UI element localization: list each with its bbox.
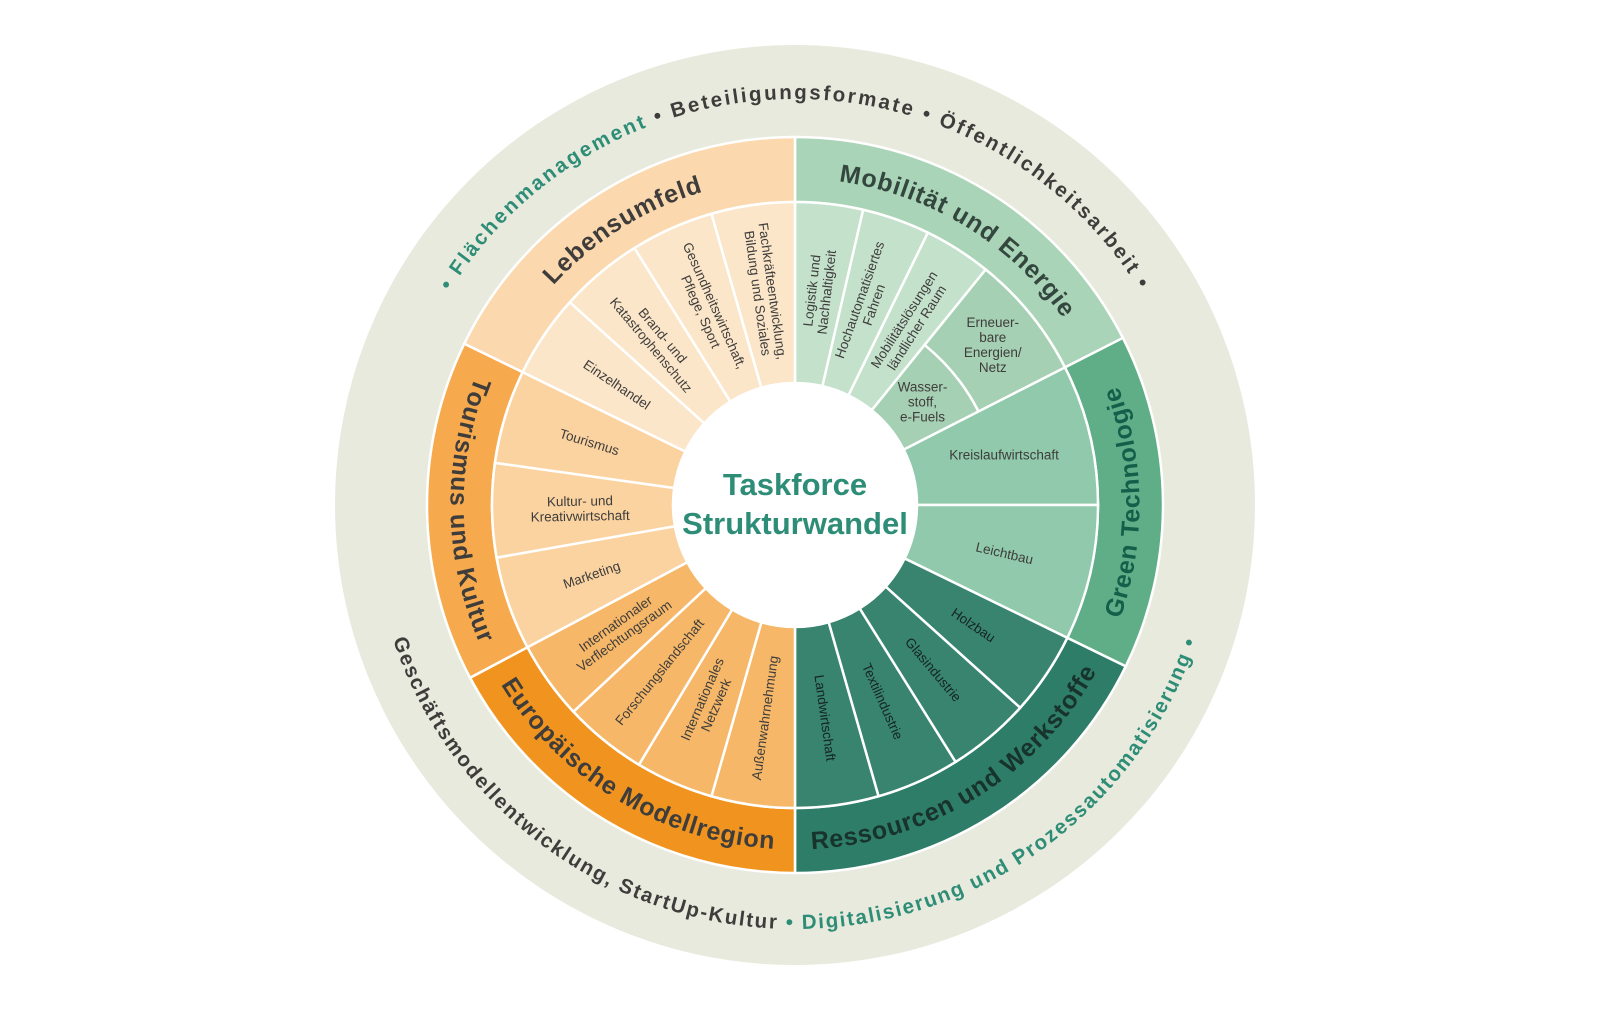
ring-text-bottom-part-3: • [1175,634,1202,657]
segment-label-line: Kreativwirtschaft [531,508,631,525]
segment-label-tourismus-und-kultur-1: Kultur- undKreativwirtschaft [530,493,630,525]
center-title-line2: Strukturwandel [682,506,908,541]
segment-label-line: Energien/ [964,345,1022,360]
segment-label-line: Netz [979,360,1007,375]
center-circle [673,383,917,627]
segment-label-line: e-Fuels [900,409,945,424]
segment-label-line: bare [979,330,1006,345]
segment-label-green-technologie-0: Kreislaufwirtschaft [949,447,1059,462]
segment-label-line: Erneuer- [967,315,1020,330]
segment-label-line: Wasser- [898,379,948,394]
center-title-line1: Taskforce [723,467,867,502]
segment-label-line: stoff, [908,394,937,409]
ring-text-bottom-part-1: • [778,911,802,934]
segment-label-line: Kreislaufwirtschaft [949,447,1059,462]
segment-label-mobilitaet-und-energie-3: Wasser-stoff,e-Fuels [898,379,948,424]
segment-label-line: Kultur- und [547,493,613,509]
